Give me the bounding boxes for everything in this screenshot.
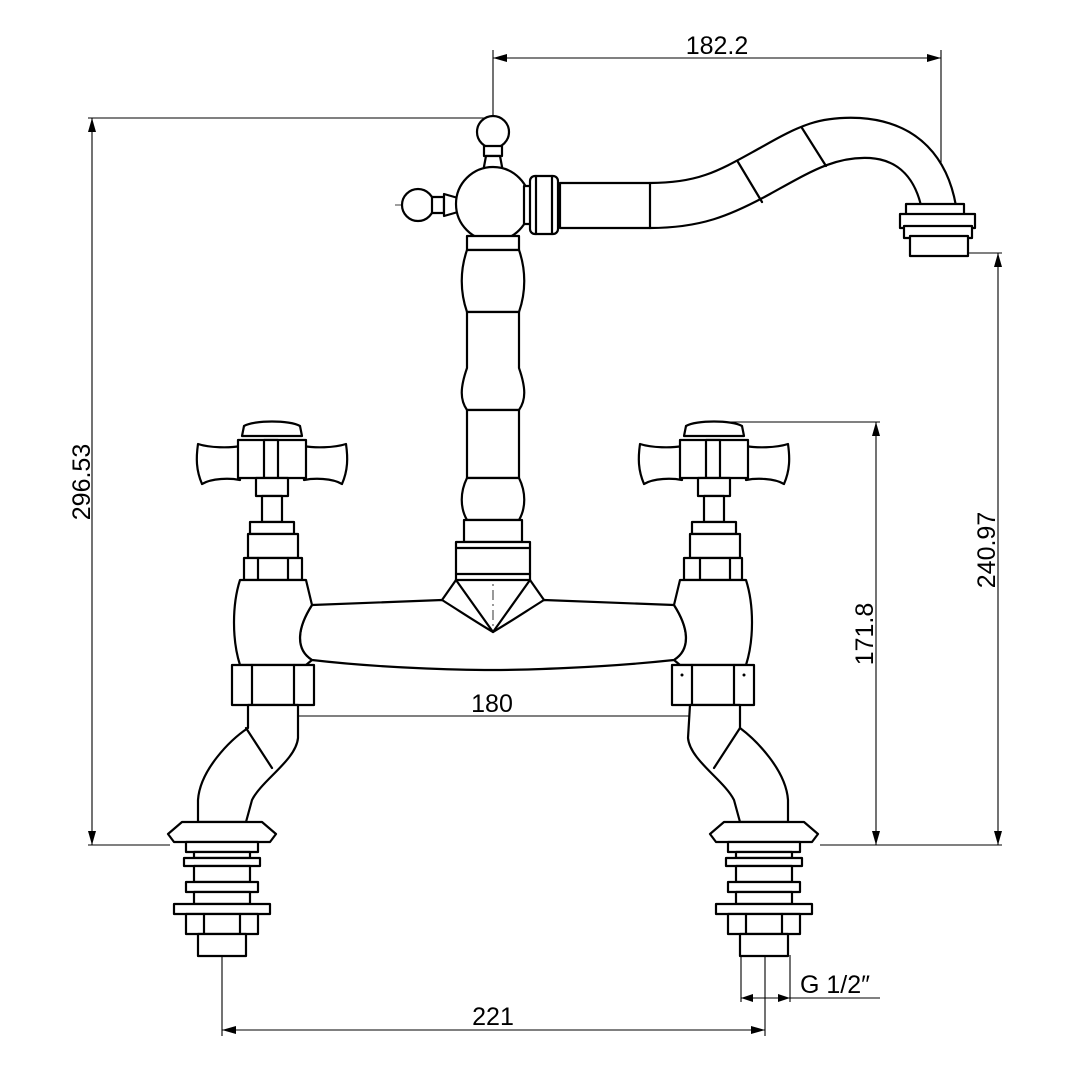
dim-thread: G 1/2″ (800, 971, 870, 999)
dim-handle-height: 171.8 (851, 603, 879, 666)
dim-body-centers: 180 (471, 690, 513, 718)
dimension-labels: 182.2 296.53 240.97 171.8 180 221 G 1/2″ (68, 32, 1001, 1031)
bridge-body (299, 578, 687, 672)
central-column (400, 114, 560, 582)
right-handle-cap (682, 420, 746, 438)
left-valve-assembly (166, 420, 349, 958)
right-valve-assembly (637, 420, 820, 958)
dim-spout-reach: 182.2 (686, 32, 749, 60)
dim-total-height: 296.53 (68, 444, 96, 520)
dim-spout-outlet-height: 240.97 (973, 512, 1001, 588)
left-handle-cap (240, 420, 304, 438)
dim-tail-centers: 221 (472, 1003, 514, 1031)
swivel-spout (558, 116, 977, 258)
